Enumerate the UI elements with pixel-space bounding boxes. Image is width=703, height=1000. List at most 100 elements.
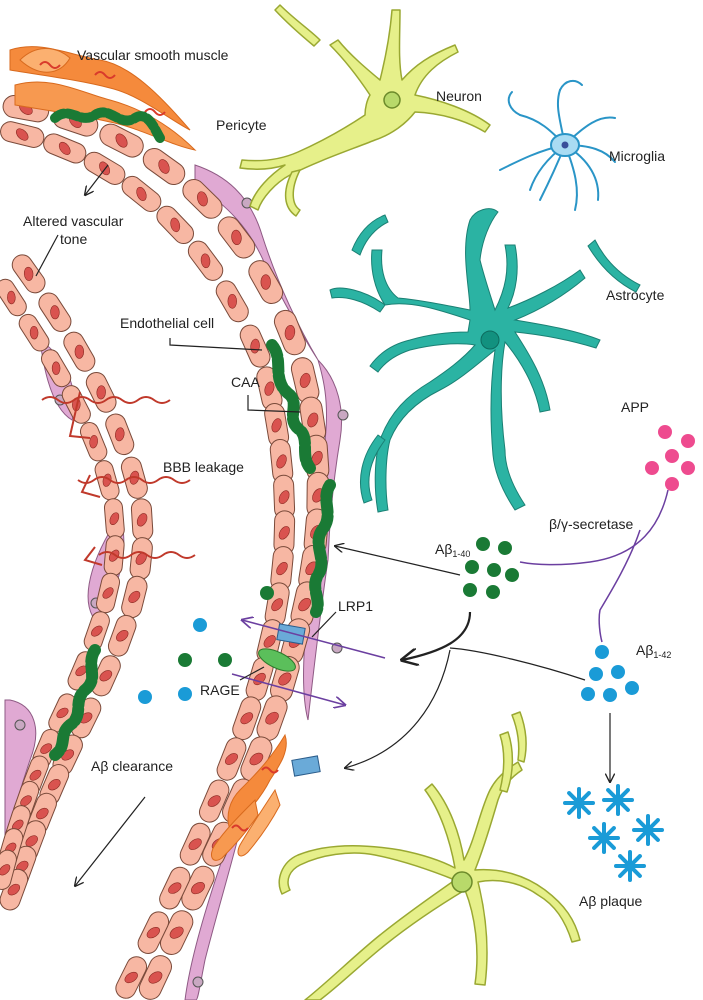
endothelial-nucleus	[200, 253, 211, 269]
abeta42-molecules	[581, 645, 639, 702]
secretase-lines	[519, 489, 669, 643]
endothelial-nucleus	[249, 752, 264, 766]
label-altered-tone-line1: Altered vascular	[23, 213, 124, 229]
rage-pointer-line	[239, 666, 265, 681]
inner-endothelial-wall	[0, 254, 154, 911]
endothelial-nucleus	[158, 159, 170, 174]
endothelial-nucleus	[116, 629, 129, 642]
astrocyte-process	[587, 239, 641, 293]
endothelial-nucleus	[91, 625, 103, 637]
caa-deposit-mid	[309, 479, 336, 618]
endothelial-nucleus	[278, 490, 290, 505]
endothelial-nucleus	[276, 562, 288, 576]
endothelial-nucleus	[307, 412, 319, 428]
endothelial-nucleus	[136, 186, 147, 201]
endothelial-nucleus	[146, 926, 160, 939]
endothelial-nucleus	[276, 454, 287, 469]
app-molecules	[645, 425, 695, 491]
neuron-nucleus	[383, 91, 401, 109]
rage-receptor	[258, 648, 296, 672]
smooth-muscle-cell	[237, 788, 281, 857]
astrocyte-process	[351, 214, 389, 256]
plaque-spoke	[636, 818, 660, 842]
endothelial-nucleus	[136, 513, 148, 527]
smooth-muscle-nucleus	[231, 824, 249, 832]
endothelial-pointer-line	[169, 338, 263, 351]
secretase-curve	[519, 489, 669, 566]
label-pericyte: Pericyte	[216, 117, 267, 133]
label-abeta-plaque: Aβ plaque	[579, 893, 643, 909]
clearance-direction-arrow	[75, 796, 146, 886]
pericyte-cell	[184, 829, 241, 1000]
endothelial-nucleus	[109, 512, 120, 525]
neuron-dendrite	[274, 4, 321, 47]
abeta42-base: Aβ	[636, 642, 654, 658]
endothelial-nucleus	[169, 926, 184, 939]
lumen-abeta40	[178, 586, 274, 667]
endothelial-nucleus	[148, 971, 163, 984]
plaque-spoke	[567, 791, 591, 815]
endothelial-nucleus	[115, 427, 125, 442]
endothelial-nucleus	[36, 807, 49, 820]
endothelial-nucleus	[271, 598, 284, 612]
leak-arrow-head	[83, 546, 103, 566]
smooth-muscle-nucleus	[144, 108, 166, 116]
pericyte-nucleus	[192, 976, 204, 988]
endothelial-nucleus	[102, 587, 114, 599]
neuron-bottom-cell	[278, 711, 581, 1000]
transport-arrows	[35, 164, 610, 886]
lower-smooth-muscle-group	[211, 733, 287, 861]
label-abeta-clearance: Aβ clearance	[91, 758, 173, 774]
caa-deposits	[49, 107, 336, 761]
leak-arrow	[98, 551, 196, 559]
endothelial-nucleus	[23, 266, 34, 281]
endothelial-nucleus	[58, 141, 71, 155]
plaque-spoke	[618, 854, 642, 878]
label-bbb-leakage: BBB leakage	[163, 459, 244, 475]
label-abeta40: Aβ1-40	[435, 541, 470, 559]
smooth-muscle-nucleus	[261, 766, 279, 774]
label-neuron: Neuron	[436, 88, 482, 104]
leak-arrow	[41, 396, 171, 404]
smooth-muscle-cell	[211, 798, 259, 861]
smooth-muscle-nucleus	[39, 61, 61, 69]
endothelial-nucleus	[124, 971, 138, 984]
endothelial-nucleus	[25, 835, 38, 847]
lrp1-transport-arrow	[242, 620, 386, 659]
abeta40-to-clearance-arrow	[402, 611, 472, 660]
lrp1-pointer-line	[311, 611, 337, 638]
bbb-leakage-arrows	[41, 391, 196, 566]
abeta-plaques	[563, 784, 664, 882]
microglia-cell	[499, 79, 616, 211]
endothelial-nucleus	[278, 526, 290, 540]
neuron-nucleus	[451, 871, 473, 893]
endothelial-nucleus	[29, 325, 39, 340]
label-vascular-smooth-muscle: Vascular smooth muscle	[77, 47, 229, 63]
abeta42-subscript: 1-42	[653, 650, 672, 660]
lumen-abeta42	[138, 618, 207, 704]
label-microglia: Microglia	[609, 148, 666, 164]
endothelial-nucleus	[191, 882, 205, 895]
smooth-muscle-nucleus	[94, 71, 116, 79]
abeta40-molecules	[463, 537, 519, 599]
endothelial-nucleus	[284, 324, 296, 341]
plaque-spoke	[592, 826, 616, 850]
endothelial-nucleus	[207, 795, 221, 807]
astrocyte-process	[360, 434, 386, 504]
label-altered-tone-line2: tone	[60, 231, 88, 247]
endothelial-nucleus	[260, 274, 271, 290]
neuron-cell	[239, 4, 491, 217]
astrocyte-nucleus	[480, 330, 500, 350]
endothelial-nucleus	[265, 711, 279, 725]
endothelial-nucleus	[197, 191, 208, 207]
endothelial-nucleus	[74, 344, 85, 359]
lrp1-receptor-lower	[291, 755, 321, 777]
abeta40-subscript: 1-40	[452, 549, 471, 559]
neuron-body	[239, 9, 491, 211]
label-caa: CAA	[231, 374, 260, 390]
secretase-curve	[598, 529, 641, 643]
abeta40-to-caa-arrow	[335, 546, 461, 576]
endothelial-nucleus	[240, 712, 254, 725]
endothelial-nucleus	[99, 161, 111, 176]
